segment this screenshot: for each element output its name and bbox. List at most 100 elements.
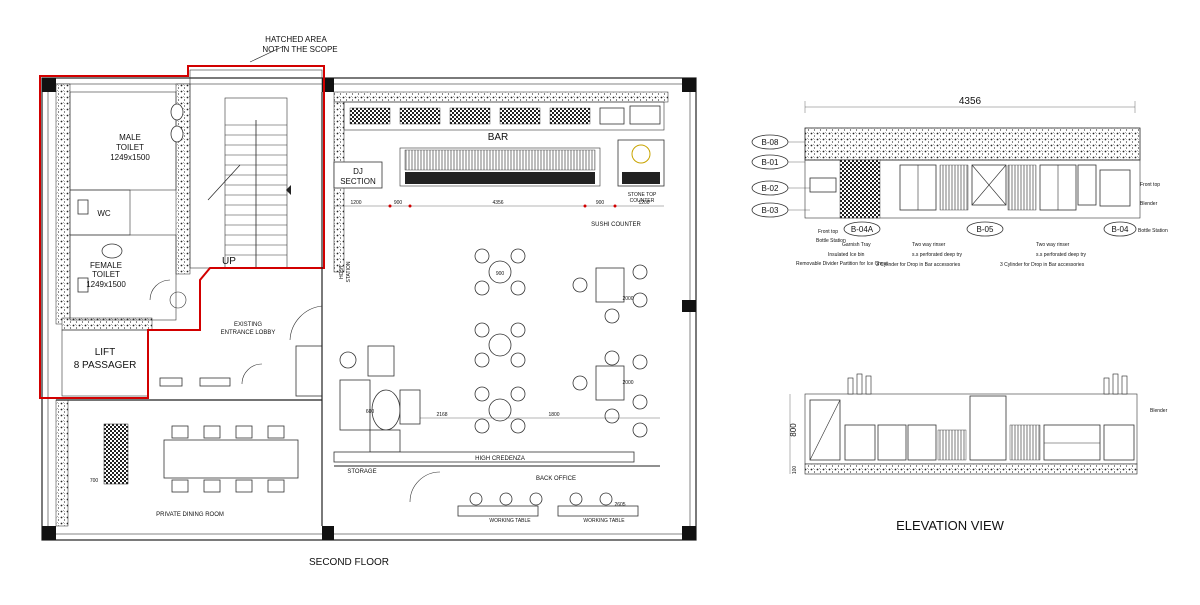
host-station-label: HOST: [339, 265, 345, 279]
high-credenza: [333, 451, 635, 463]
working-table-label: WORKING TABLE: [583, 518, 625, 524]
lobby-label: ENTRANCE LOBBY: [221, 330, 276, 336]
storage-label: STORAGE: [347, 469, 376, 475]
dining-tables: [474, 248, 648, 438]
wash-basin: [101, 243, 123, 259]
dj-label: SECTION: [340, 177, 376, 186]
scope-callout-line2: NOT IN THE SCOPE: [262, 45, 337, 54]
plinth-dimension: 100: [792, 466, 798, 475]
elevation-panel: [1043, 424, 1101, 461]
bar-plan-detail: 4356 B-08 B-01 B-02 B-03: [751, 96, 1168, 268]
column: [42, 78, 56, 92]
height-dimension: 800: [789, 423, 798, 437]
dimension-text: 2000: [622, 380, 633, 386]
note-two-way-rinser: Two way rinser: [1036, 242, 1070, 248]
door-swing: [289, 305, 323, 341]
dimension-text: 900: [596, 200, 605, 206]
toilet-icon: [77, 199, 89, 215]
dining-chairs: [171, 425, 285, 493]
back-bar-shelving: [343, 101, 665, 131]
tag-b04-label: B-04: [1112, 225, 1129, 234]
blender-label: Blender: [1150, 408, 1168, 414]
lobby-bench: [159, 377, 183, 387]
lobby-label: EXISTING: [234, 322, 262, 328]
note-front-top: Front top: [1140, 182, 1160, 188]
dimension-text: 700: [90, 478, 99, 484]
hatched-wall: [55, 83, 71, 325]
dimension-text: 2168: [436, 412, 447, 418]
female-toilet-room: [69, 234, 177, 321]
scope-callout-line1: HATCHED AREA: [265, 35, 327, 44]
toilet-icon: [77, 277, 89, 293]
note-bottle-station: Bottle Station: [816, 238, 846, 244]
stone-top-label: COUNTER: [630, 198, 655, 204]
stair-treads: [225, 124, 287, 256]
dimension-text: 2605: [614, 502, 625, 508]
stair-arrow-icon: [286, 185, 291, 195]
female-toilet-label: TOILET: [92, 270, 120, 279]
column: [42, 526, 56, 540]
dining-table: [163, 439, 299, 479]
note-removable-divider: Removable Divider Partition for Ice Ches…: [796, 261, 888, 267]
dimension-text: 600: [366, 409, 375, 415]
wash-basin: [170, 103, 184, 121]
elevation-panel: [1103, 424, 1135, 461]
stair-up-label: UP: [222, 256, 236, 267]
sushi-counter-label: SUSHI COUNTER: [591, 222, 641, 228]
note-cylinder: 3 Cylinder for Drop in Bar accessories: [1000, 262, 1085, 268]
elevation-panel: [877, 424, 907, 461]
door-swing: [169, 291, 187, 309]
male-toilet-size: 1249x1500: [110, 153, 150, 162]
bar-label: BAR: [488, 132, 509, 143]
column: [682, 78, 696, 92]
lift-label: LIFT: [95, 347, 116, 358]
dimension-text: 900: [496, 271, 505, 277]
elevation-panel: [1009, 424, 1041, 461]
note-two-way-rinser: Two way rinser: [912, 242, 946, 248]
elevation-panel: [937, 429, 967, 461]
back-bar-units: [349, 105, 661, 125]
elevation-view: Blender 800 100 ELEVATION VIEW: [789, 373, 1168, 533]
floor-plan: MALE TOILET 1249x1500 WC FEMALE TOILET 1…: [39, 35, 697, 568]
tag-b05-label: B-05: [977, 225, 994, 234]
bar-counter: [399, 147, 601, 187]
plinth: [804, 463, 1138, 475]
hatched-wall: [55, 399, 69, 527]
tag-b04a: [843, 221, 881, 237]
back-wall: [804, 127, 1141, 161]
wc-label: WC: [97, 209, 111, 218]
tag-b08-label: B-08: [762, 138, 779, 147]
bar-plan-units: [809, 159, 1131, 219]
note-cylinder: 3 Cylinder for Drop in Bar accessories: [876, 262, 961, 268]
column: [322, 526, 334, 540]
tag-b01-label: B-01: [762, 158, 779, 167]
working-table-label: WORKING TABLE: [489, 518, 531, 524]
tag-b04a-label: B-04A: [851, 225, 874, 234]
dimension-text: 1800: [548, 412, 559, 418]
elevation-title: ELEVATION VIEW: [896, 518, 1005, 533]
back-office-label: BACK OFFICE: [536, 476, 576, 482]
tag-b02-label: B-02: [762, 184, 779, 193]
door-swing: [409, 471, 441, 503]
dimension-text: 900: [394, 200, 403, 206]
high-credenza-label: HIGH CREDENZA: [475, 456, 525, 462]
lobby-bench: [199, 377, 231, 387]
bar-equipment: [404, 149, 596, 171]
note-blender: Blender: [1140, 201, 1158, 207]
wash-basin: [170, 125, 184, 143]
column: [682, 300, 696, 312]
dimension-text: 1200: [638, 200, 649, 206]
lounge-seating: [339, 345, 421, 453]
tag-b03-label: B-03: [762, 206, 779, 215]
lift-capacity: 8 PASSAGER: [74, 360, 137, 371]
private-dining-label: PRIVATE DINING ROOM: [156, 512, 224, 518]
note-garnish-tray: Garnish Tray: [842, 242, 871, 248]
lamp-icon: [631, 144, 651, 164]
dimension-text: 1200: [350, 200, 361, 206]
overall-dimension: 4356: [959, 96, 982, 107]
tag-b04: [1103, 221, 1137, 237]
dj-section: [333, 161, 383, 189]
hatched-wall: [333, 91, 669, 103]
